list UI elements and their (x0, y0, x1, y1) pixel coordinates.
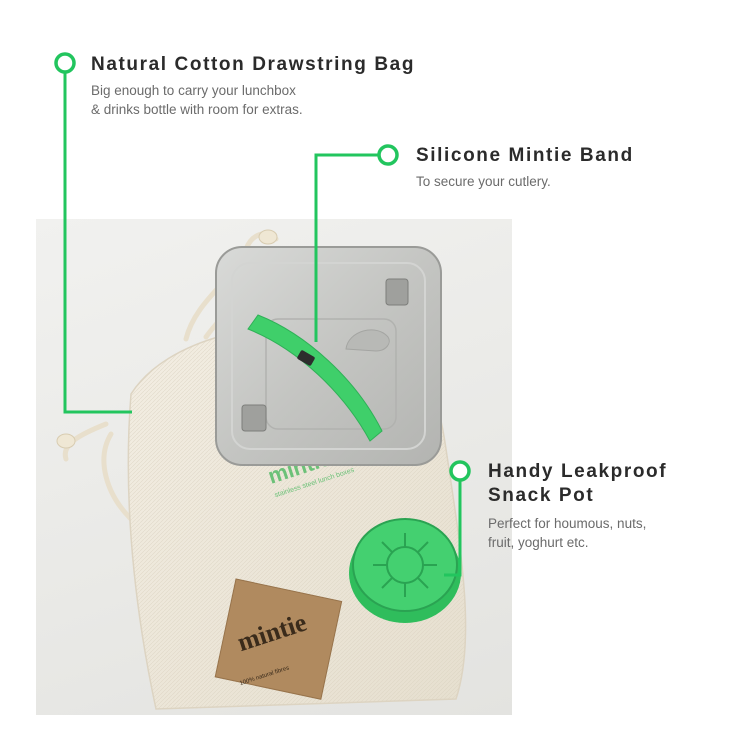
band-leader-dot (377, 144, 399, 166)
bag-callout: Natural Cotton Drawstring Bag Big enough… (91, 53, 491, 119)
pot-title-line-1: Handy Leakproof (488, 461, 668, 482)
product-photo: mintie stainless steel lunch boxes (36, 219, 512, 715)
band-callout: Silicone Mintie Band To secure your cutl… (416, 144, 736, 191)
pot-callout-title: Handy Leakproof Snack Pot (488, 460, 728, 508)
lunchbox (215, 246, 442, 466)
pot-callout-desc: Perfect for houmous, nuts, fruit, yoghur… (488, 514, 728, 552)
band-callout-desc: To secure your cutlery. (416, 172, 736, 191)
snack-pot (349, 518, 461, 623)
bag-desc-line-2: & drinks bottle with room for extras. (91, 102, 303, 117)
bag-desc-line-1: Big enough to carry your lunchbox (91, 83, 296, 98)
pot-desc-line-1: Perfect for houmous, nuts, (488, 516, 647, 531)
product-illustration: mintie stainless steel lunch boxes (56, 229, 467, 710)
silicone-band (247, 314, 383, 442)
bag-callout-title: Natural Cotton Drawstring Bag (91, 54, 416, 75)
band-callout-title: Silicone Mintie Band (416, 145, 634, 166)
pot-callout: Handy Leakproof Snack Pot Perfect for ho… (488, 460, 728, 552)
kraft-tag: mintie 100% natural fibres (214, 578, 343, 700)
band-desc-line-1: To secure your cutlery. (416, 174, 551, 189)
pot-title-line-2: Snack Pot (488, 485, 595, 506)
pot-desc-line-2: fruit, yoghurt etc. (488, 535, 589, 550)
bag-callout-desc: Big enough to carry your lunchbox & drin… (91, 81, 491, 119)
bag-leader-dot (54, 52, 76, 74)
